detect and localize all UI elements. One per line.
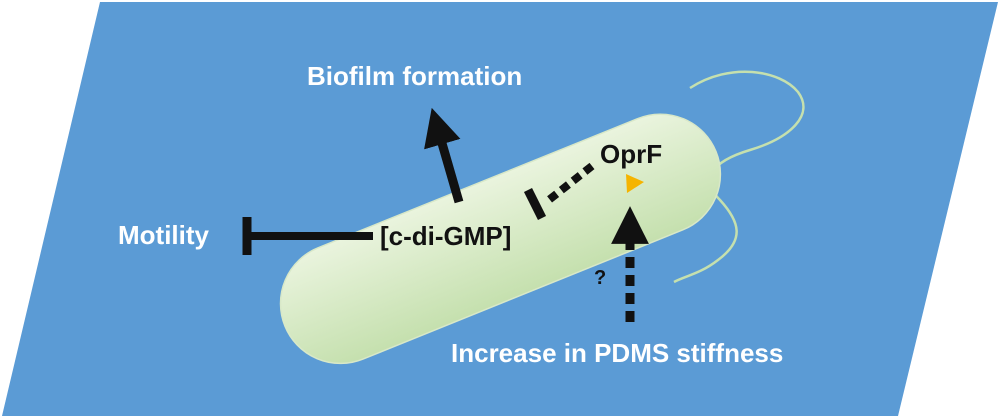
oprf-inhibition-bar xyxy=(523,187,547,221)
bacterial-cell xyxy=(279,113,722,365)
oprf-inhibition-line xyxy=(542,162,595,207)
oprf-marker xyxy=(626,174,644,193)
flagellum xyxy=(673,70,805,284)
biofilm-arrow xyxy=(424,107,464,204)
